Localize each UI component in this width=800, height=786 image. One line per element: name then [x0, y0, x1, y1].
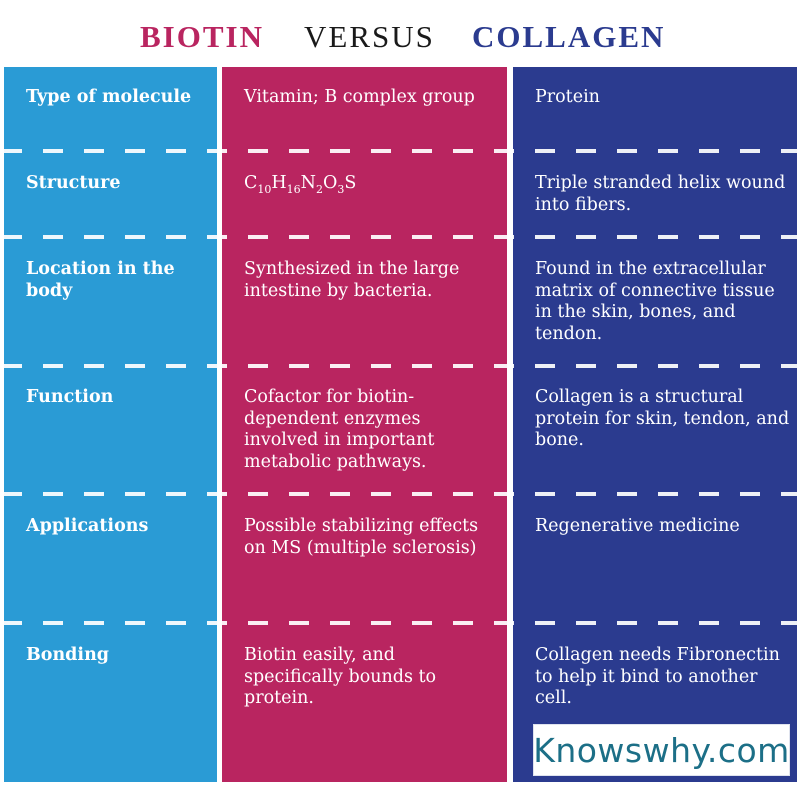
biotin-bonding: Biotin easily, and specifically bounds t…: [244, 645, 437, 708]
collagen-applications: Regenerative medicine: [535, 516, 740, 536]
knowswhy-logo: Knowswhy.com: [533, 724, 790, 776]
row-divider: [0, 149, 800, 153]
collagen-structure: Triple stranded helix wound into fibers.: [535, 173, 786, 215]
row-label-structure: Structure: [26, 173, 121, 193]
row-label-function: Function: [26, 387, 114, 407]
label-column: [4, 67, 217, 782]
row-divider: [0, 235, 800, 239]
collagen-function: Collagen is a structural protein for ski…: [535, 387, 790, 450]
row-divider: [0, 621, 800, 625]
collagen-bonding: Collagen needs Fibronectin to help it bi…: [535, 645, 780, 708]
biotin-column: [222, 67, 507, 782]
biotin-applications: Possible stabilizing effects on MS (mult…: [244, 516, 479, 558]
biotin-structure-formula: C10H16N2O3S: [244, 173, 357, 196]
row-divider: [0, 492, 800, 496]
title-versus: VERSUS: [304, 19, 435, 54]
row-divider: [0, 364, 800, 368]
collagen-type-of-molecule: Protein: [535, 87, 600, 107]
collagen-column: [513, 67, 797, 782]
title-collagen: COLLAGEN: [472, 19, 666, 54]
row-label-location: Location in the body: [26, 259, 175, 301]
biotin-function: Cofactor for biotin-dependent enzymes in…: [244, 387, 435, 472]
logo-text: Knowswhy.com: [533, 730, 790, 770]
row-label-type-of-molecule: Type of molecule: [26, 87, 192, 107]
row-label-bonding: Bonding: [26, 645, 110, 665]
biotin-type-of-molecule: Vitamin; B complex group: [244, 87, 475, 107]
comparison-title: BIOTIN VERSUS COLLAGEN: [0, 14, 800, 60]
biotin-location: Synthesized in the large intestine by ba…: [244, 259, 460, 301]
title-biotin: BIOTIN: [140, 19, 264, 54]
collagen-location: Found in the extracellular matrix of con…: [535, 259, 775, 344]
row-label-applications: Applications: [26, 516, 149, 536]
